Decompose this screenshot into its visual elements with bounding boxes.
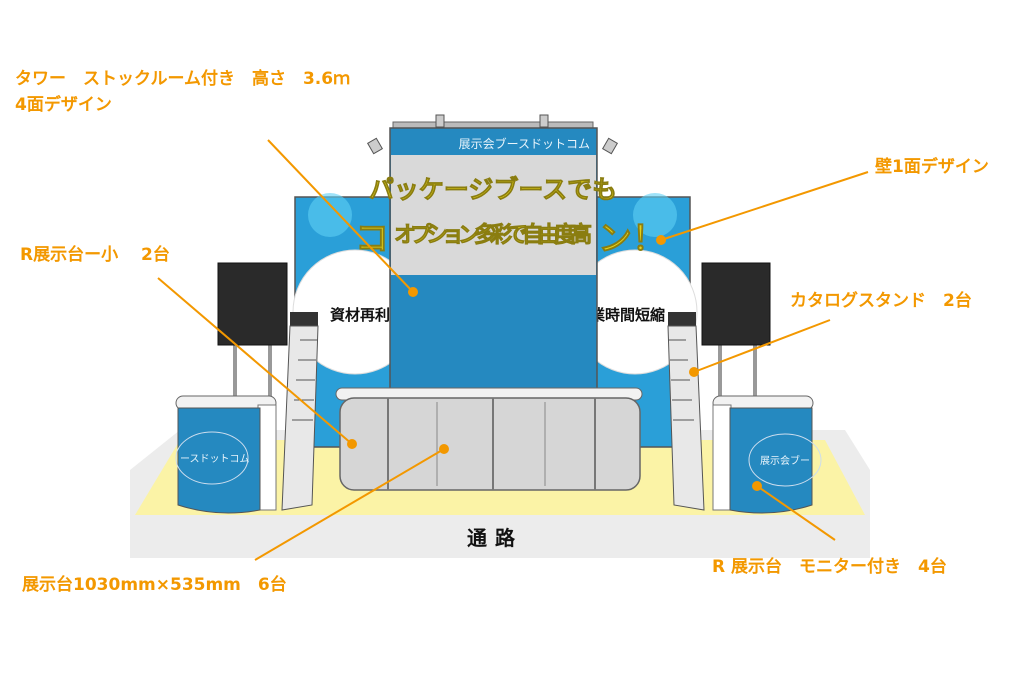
circle-text-right: 業時間短縮 (589, 306, 665, 324)
spotlight (601, 137, 619, 155)
label-tower: タワー ストックルーム付き 高さ 3.6ｍ (15, 68, 350, 89)
marker-dot (439, 444, 449, 454)
headline-line2: オプション多彩で自由度高 (394, 222, 592, 248)
spotlight (366, 137, 384, 155)
label-counter: 展示台1030mm×535mm 6台 (22, 574, 287, 595)
label-wall: 壁1面デザイン (875, 156, 989, 177)
catalog-stand-left (281, 312, 319, 511)
spotlight (539, 114, 549, 128)
spotlight (435, 114, 445, 128)
label-catalog-stand: カタログスタンド 2台 (790, 290, 972, 311)
r-counter-right: 展示会ブー (712, 395, 822, 514)
headline-left: コ (355, 219, 389, 259)
monitor-right (701, 262, 771, 346)
r-counter-right-text: 展示会ブー (760, 454, 810, 467)
marker-dot (752, 481, 762, 491)
label-r-counter-small: R展示台ー小 2台 (20, 244, 170, 265)
label-r-counter-monitor: R 展示台 モニター付き 4台 (712, 556, 947, 577)
marker-dot (689, 367, 699, 377)
marker-dot (408, 287, 418, 297)
monitor-left (217, 262, 288, 346)
tower-header: 展示会ブースドットコム (459, 136, 590, 151)
headline-line1: パッケージブースでも (369, 175, 617, 204)
tower-panel (391, 155, 596, 275)
marker-dot (656, 235, 666, 245)
circle-text-left: 資材再利 (330, 306, 390, 324)
display-counter (335, 387, 643, 491)
headline-right: ン！ (598, 219, 666, 259)
marker-dot (347, 439, 357, 449)
aisle-label: 通路 (467, 526, 523, 550)
r-counter-left-text: ースドットコム (180, 453, 250, 465)
label-tower-design: 4面デザイン (15, 94, 112, 115)
r-counter-left: ースドットコム (175, 395, 277, 514)
catalog-stand-right (667, 312, 705, 511)
